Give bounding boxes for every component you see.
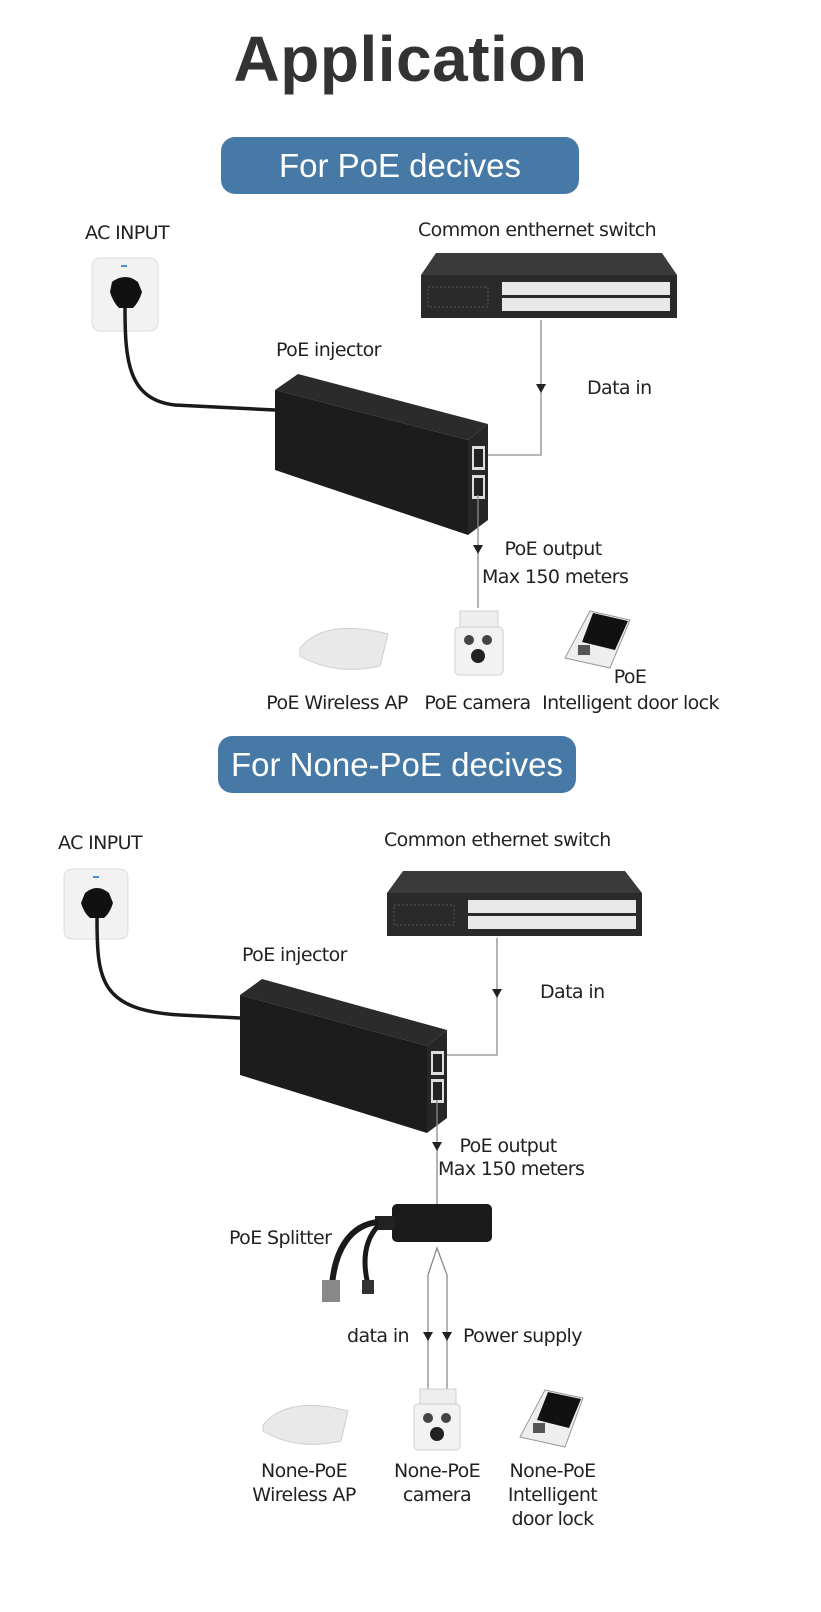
camera-icon — [454, 610, 504, 676]
device-label-ap-2-line1: None-PoE — [260, 1460, 348, 1482]
data-in-label: Data in — [587, 377, 652, 399]
device-label-camera-2-line1: None-PoE — [393, 1460, 481, 1482]
wall-socket-icon — [63, 868, 241, 1020]
section-banner-none-poe: For None-PoE decives — [218, 736, 576, 793]
device-label-lock-2-line1: None-PoE — [509, 1460, 596, 1482]
poe-splitter-icon — [322, 1204, 492, 1302]
section-banner-poe: For PoE decives — [221, 137, 579, 194]
wall-socket-icon — [91, 257, 276, 412]
poe-injector-icon — [275, 374, 488, 535]
poe-injector-icon — [240, 979, 447, 1133]
poe-output-distance-label-2: Max 150 meters — [438, 1158, 585, 1180]
switch-label: Common enthernet switch — [418, 219, 657, 241]
poe-diagram — [91, 253, 677, 676]
splitter-label: PoE Splitter — [229, 1227, 332, 1249]
data-in-label-2: Data in — [540, 981, 605, 1003]
device-label-lock-2-line2: Intelligent — [507, 1484, 598, 1506]
ethernet-switch-icon — [387, 871, 642, 936]
device-label-camera-2-line2: camera — [402, 1484, 472, 1506]
ac-input-label: AC INPUT — [85, 222, 170, 244]
device-label-camera: PoE camera — [424, 692, 531, 714]
injector-label-2: PoE injector — [242, 944, 347, 966]
power-supply-label: Power supply — [463, 1325, 582, 1347]
device-label-ap-2-line2: Wireless AP — [252, 1484, 356, 1506]
poe-output-distance-label: Max 150 meters — [482, 566, 629, 588]
ac-input-label-2: AC INPUT — [58, 832, 143, 854]
device-label-ap: PoE Wireless AP — [266, 692, 408, 714]
device-label-lock-line2: Intelligent door lock — [542, 692, 719, 714]
switch-label-2: Common ethernet switch — [384, 829, 611, 851]
device-label-lock-line1: PoE — [613, 666, 647, 688]
wireless-ap-icon — [262, 1405, 349, 1445]
poe-output-label-2: PoE output — [459, 1135, 557, 1157]
door-lock-icon — [564, 610, 631, 669]
camera-icon — [413, 1388, 461, 1451]
data-in-lower-label: data in — [347, 1325, 410, 1347]
injector-label: PoE injector — [276, 339, 381, 361]
ethernet-switch-icon — [421, 253, 677, 318]
device-label-lock-2-line3: door lock — [511, 1508, 594, 1530]
door-lock-icon — [519, 1389, 584, 1448]
poe-output-label: PoE output — [504, 538, 602, 560]
wireless-ap-icon — [299, 628, 389, 670]
page-title: Application — [233, 23, 588, 95]
